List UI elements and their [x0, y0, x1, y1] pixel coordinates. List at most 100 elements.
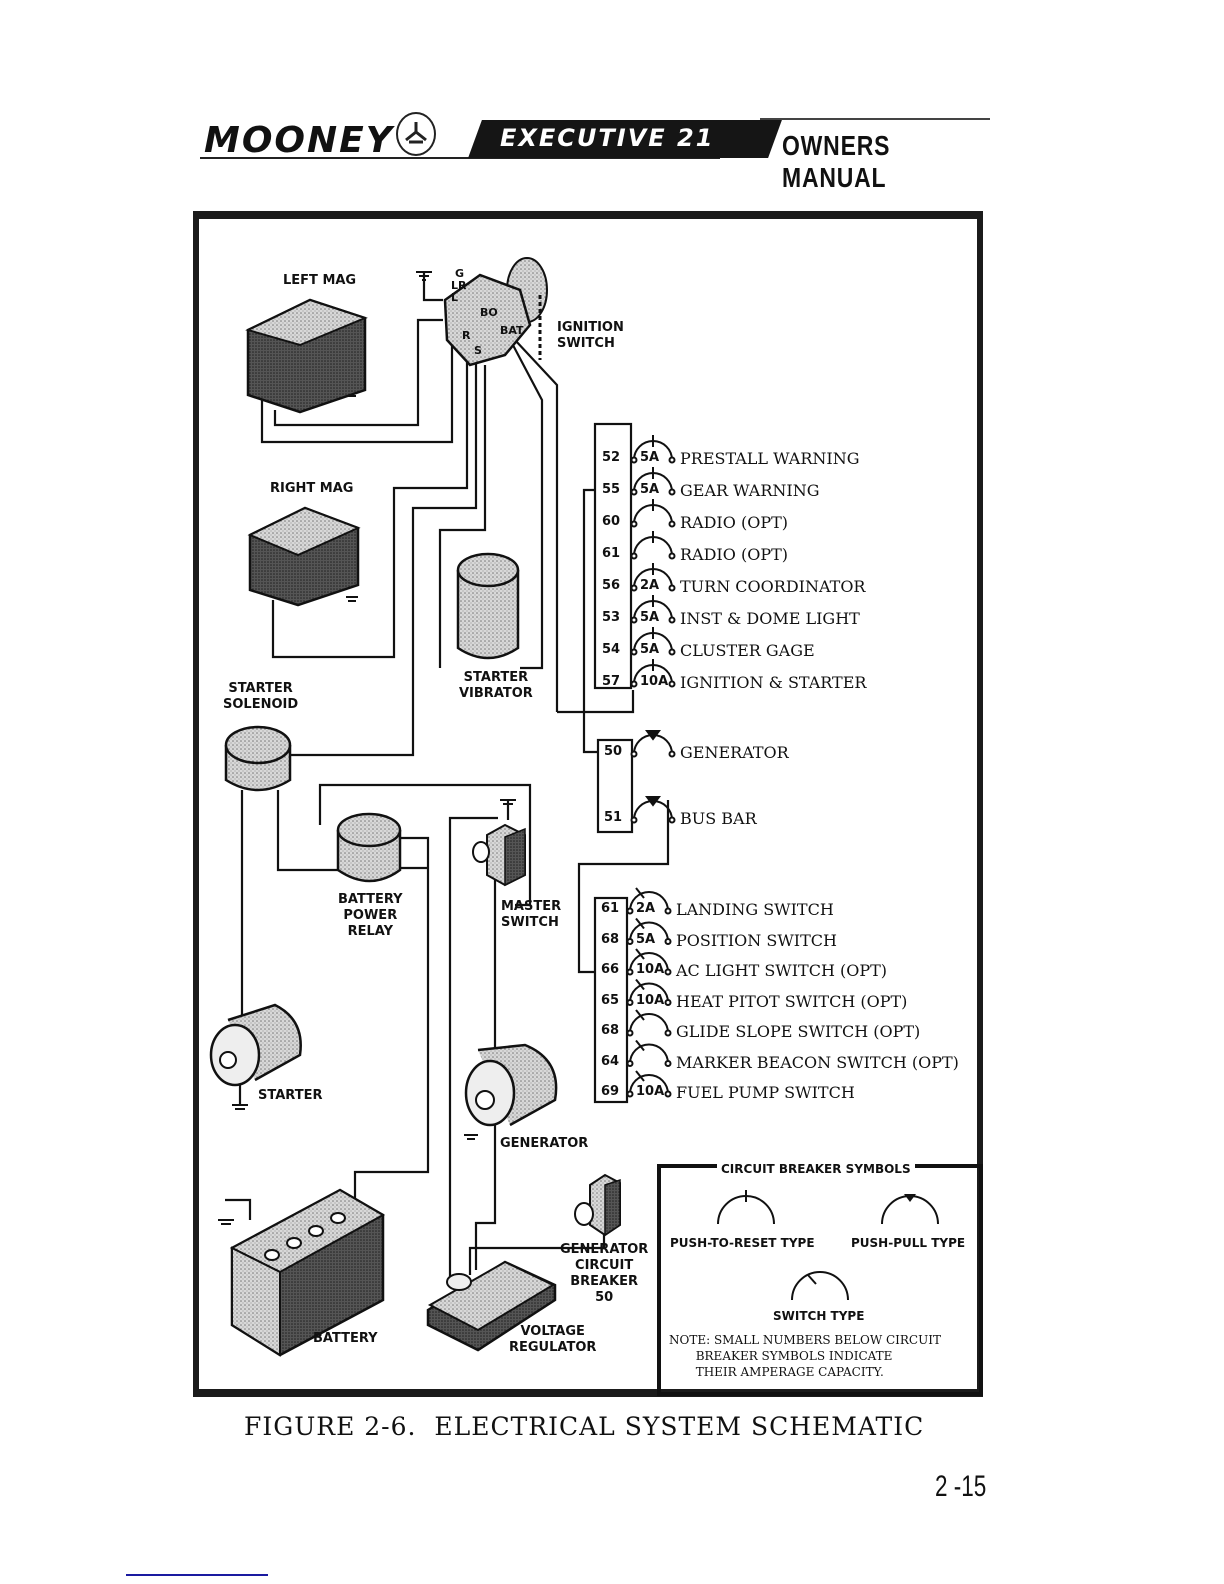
- right-mag-drawing: [247, 506, 361, 607]
- breaker-terminal: [630, 816, 638, 824]
- breaker-name: HEAT PITOT SWITCH (OPT): [676, 991, 908, 1011]
- model-name: EXECUTIVE 21: [500, 124, 715, 152]
- manual-title: OWNERS MANUAL: [782, 130, 891, 193]
- breaker-number: 51: [604, 810, 623, 825]
- breaker-amps: 2A: [640, 578, 660, 593]
- master-switch-line2: SWITCH: [501, 915, 559, 930]
- breaker-terminal: [626, 938, 634, 945]
- breaker-number: 56: [602, 578, 621, 593]
- terminal-lr: LR: [451, 279, 467, 292]
- wire-solenoid-relay: [276, 790, 338, 872]
- gcb-line4: 50: [595, 1290, 614, 1305]
- ignition-switch-label: IGNITION SWITCH: [557, 320, 624, 352]
- relay-line3: RELAY: [347, 924, 393, 939]
- breaker-terminal: [668, 648, 676, 656]
- footer-link-line[interactable]: [126, 1574, 268, 1576]
- voltage-regulator-drawing: [426, 1260, 557, 1352]
- breaker-terminal: [668, 584, 676, 592]
- breaker-terminal: [630, 680, 638, 688]
- terminal-g: G: [455, 267, 465, 280]
- breaker-number: 68: [601, 931, 620, 947]
- breaker-name: INST & DOME LIGHT: [680, 609, 860, 628]
- breaker-terminal: [630, 520, 638, 528]
- breaker-terminal: [664, 1090, 672, 1098]
- wire-vibrator-bat: [504, 329, 544, 670]
- wire-solenoid-top: [288, 735, 415, 757]
- wire-left-mag-lr: [273, 318, 443, 427]
- relay-line2: POWER: [343, 908, 398, 923]
- breaker-terminal: [630, 750, 638, 758]
- breaker-name: TURN COORDINATOR: [680, 577, 866, 596]
- legend-title: CIRCUIT BREAKER SYMBOLS: [717, 1162, 915, 1176]
- breaker-terminal: [630, 648, 638, 656]
- breaker-arc: [629, 982, 669, 1003]
- wire-ignition-ground: [422, 272, 443, 302]
- breaker-amps: 5A: [640, 610, 660, 625]
- breaker-terminal: [626, 1060, 634, 1067]
- switch-marker: [635, 917, 645, 930]
- breaker-number: 54: [602, 642, 621, 657]
- bus-box-2: [596, 738, 634, 834]
- breaker-name: GEAR WARNING: [680, 481, 820, 500]
- master-switch-label: MASTER SWITCH: [501, 899, 561, 931]
- wire-relay-battery: [353, 836, 430, 1205]
- breaker-arc: [629, 1074, 669, 1095]
- breaker-amps: 2A: [636, 901, 656, 916]
- breaker-number: 69: [601, 1084, 620, 1099]
- breaker-name: POSITION SWITCH: [676, 930, 837, 950]
- breaker-amps: 10A: [636, 962, 665, 977]
- starter-solenoid-line2: SOLENOID: [223, 697, 299, 712]
- breaker-number: 65: [601, 992, 620, 1008]
- voltage-regulator-label: VOLTAGE REGULATOR: [509, 1324, 596, 1356]
- breaker-amps: 5A: [640, 482, 660, 497]
- breaker-arc: [629, 952, 669, 973]
- switch-marker: [635, 978, 645, 991]
- breaker-number: 61: [601, 901, 620, 916]
- starter-vibrator-label: STARTER VIBRATOR: [459, 670, 533, 702]
- mooney-emblem-icon: [396, 112, 436, 156]
- breaker-number: 66: [601, 962, 620, 977]
- generator-circuit-breaker-label: GENERATOR CIRCUIT BREAKER 50: [560, 1242, 648, 1306]
- starter-vibrator-line1: STARTER: [463, 670, 529, 685]
- breaker-arc: [629, 921, 669, 942]
- wire-battery-ground: [225, 1198, 252, 1220]
- breaker-amps: 10A: [636, 1084, 665, 1099]
- breaker-terminal: [668, 520, 676, 528]
- breaker-number: 57: [602, 674, 621, 689]
- brand-name: MOONEY: [204, 120, 394, 161]
- starter-vibrator-line2: VIBRATOR: [459, 686, 533, 701]
- terminal-l: L: [451, 291, 459, 304]
- breaker-terminal: [664, 938, 672, 945]
- wire-right-mag: [271, 360, 469, 659]
- wire-relay-master: [318, 783, 532, 907]
- breaker-amps: 10A: [636, 992, 665, 1008]
- breaker-terminal: [626, 907, 634, 915]
- breaker-terminal: [626, 999, 634, 1006]
- breaker-terminal: [668, 552, 676, 560]
- gcb-line3: BREAKER: [570, 1274, 639, 1289]
- header-rule: [200, 157, 720, 159]
- master-switch-drawing: [472, 823, 526, 887]
- switch-marker: [635, 948, 645, 960]
- push-pull-marker: [645, 796, 661, 807]
- breaker-name: BUS BAR: [680, 809, 757, 828]
- breaker-number: 60: [602, 514, 621, 529]
- circuit-breaker-legend: CIRCUIT BREAKER SYMBOLS PUSH-TO-RESET TY…: [657, 1162, 983, 1398]
- vr-line2: REGULATOR: [509, 1340, 597, 1355]
- master-switch-line1: MASTER: [501, 899, 562, 914]
- breaker-terminal: [664, 1060, 672, 1067]
- wire-solenoid-ignition: [411, 362, 478, 735]
- ignition-terminal-labels: G LR L: [451, 268, 466, 304]
- breaker-name: PRESTALL WARNING: [680, 449, 860, 468]
- bus-box-3: [593, 896, 629, 1104]
- switch-marker: [635, 1009, 645, 1021]
- page-number: 2 -15: [935, 1470, 987, 1503]
- left-mag-drawing: [245, 298, 368, 414]
- starter-solenoid-line1: STARTER: [228, 681, 293, 696]
- ignition-switch-label-line2: SWITCH: [557, 336, 615, 351]
- wire-bus-link: [582, 488, 598, 754]
- terminal-r: R: [462, 329, 471, 342]
- breaker-name: GLIDE SLOPE SWITCH (OPT): [676, 1022, 921, 1041]
- right-mag-label: RIGHT MAG: [270, 481, 354, 496]
